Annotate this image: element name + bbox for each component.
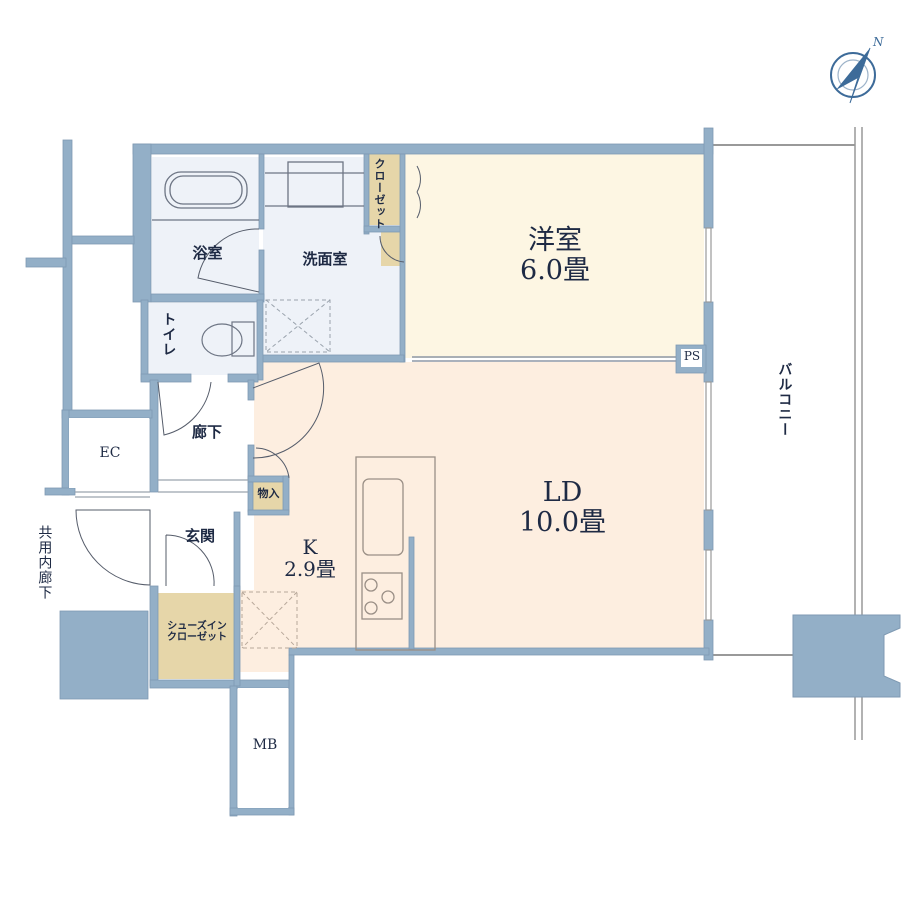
compass-icon: N — [830, 35, 884, 104]
walls — [25, 127, 714, 817]
room-toilet-label: トイレ — [160, 312, 177, 357]
storage-fill — [252, 482, 284, 510]
room-shoe-closet-label: シューズイン クローゼット — [157, 621, 237, 643]
shoe-closet-line2: クローゼット — [167, 632, 227, 643]
room-western-fill — [404, 153, 704, 358]
windows — [705, 227, 712, 621]
room-kitchen-label: K 2.9畳 — [270, 536, 350, 580]
room-bath-label: 浴室 — [192, 244, 223, 262]
room-hallway-label: 廊下 — [191, 423, 222, 441]
closet2-fill — [381, 232, 400, 266]
room-mb-label: MB — [252, 737, 278, 753]
room-entrance-label: 玄関 — [184, 527, 215, 545]
room-ld-name: LD — [542, 477, 583, 508]
room-western-size: 6.0畳 — [520, 254, 590, 286]
room-ld-label: LD 10.0畳 — [500, 478, 625, 537]
kitchen-counter — [355, 456, 436, 651]
door-swings — [75, 165, 421, 587]
room-ec-label: EC — [99, 445, 121, 461]
sliding-door-western — [412, 356, 676, 362]
room-kitchen-name: K — [302, 535, 318, 559]
room-closet-label: クローゼット — [373, 158, 386, 230]
balcony-label: バルコニー — [776, 362, 793, 437]
closet-fill — [368, 153, 401, 225]
room-ps-label: PS — [683, 349, 701, 363]
toilet-icon — [201, 321, 255, 357]
svg-text:N: N — [872, 35, 884, 49]
room-washroom-label: 洗面室 — [302, 250, 348, 268]
room-kitchen-size: 2.9畳 — [284, 557, 336, 581]
room-western-name: 洋室 — [528, 225, 582, 256]
balcony-area — [712, 127, 901, 740]
corridor-label: 共用内廊下 — [36, 525, 53, 600]
room-western-label: 洋室 6.0畳 — [500, 226, 610, 285]
entrance-lines — [75, 479, 248, 498]
washer-space — [265, 299, 331, 353]
room-ld-size: 10.0畳 — [518, 506, 607, 538]
bathtub-icon — [152, 171, 259, 221]
room-bath-fill — [152, 157, 259, 295]
shoe-closet-line1: シューズイン — [167, 621, 227, 632]
washbasin-icon — [265, 161, 364, 208]
fridge-space — [241, 591, 298, 649]
shoe-closet-fill — [157, 593, 235, 679]
room-storage-label: 物入 — [257, 487, 280, 500]
room-ld-fill — [238, 362, 704, 672]
